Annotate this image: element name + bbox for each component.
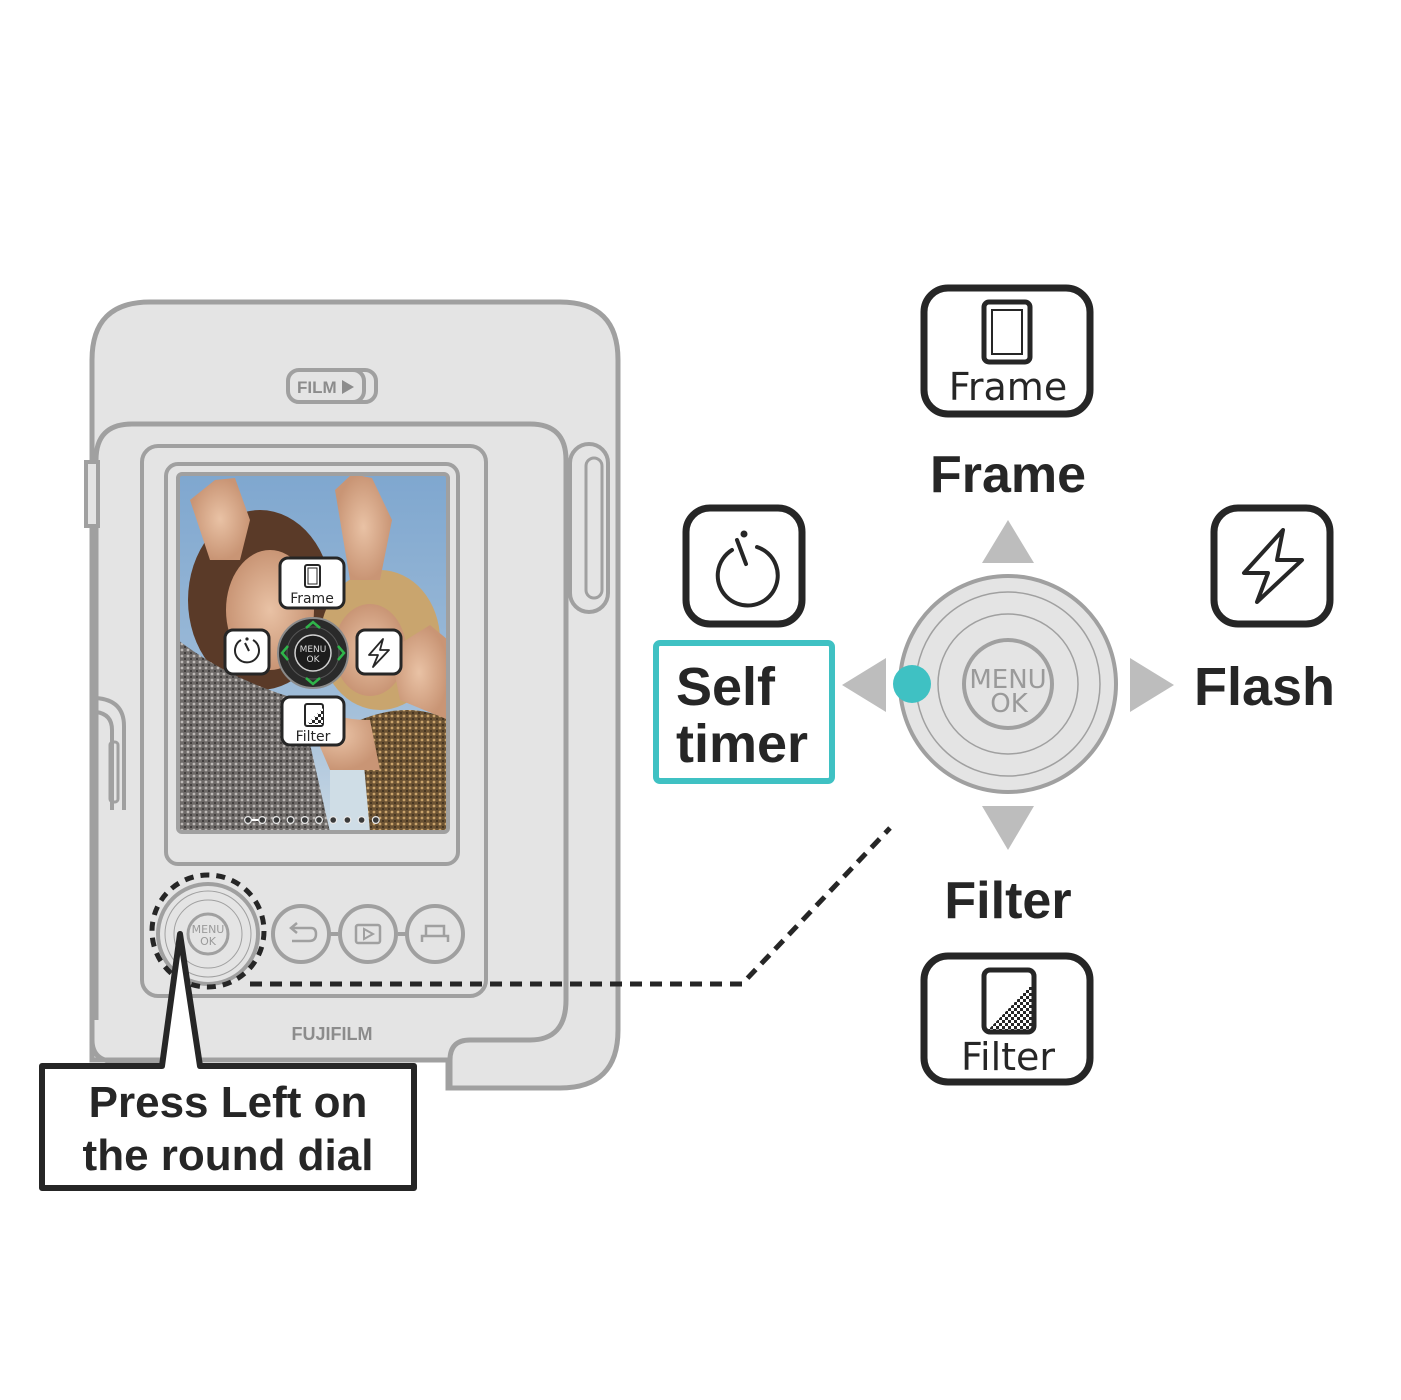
page-dot xyxy=(258,815,267,824)
overlay-down-chevron-icon xyxy=(305,677,321,686)
film-arrow-icon xyxy=(342,380,354,394)
overlay-frame-button: Frame xyxy=(278,556,346,610)
lcd-frame xyxy=(176,472,450,834)
overlay-filter-button: Filter xyxy=(280,695,346,747)
down-arrow-icon[interactable] xyxy=(982,806,1034,850)
self-timer-icon xyxy=(234,639,260,664)
overlay-menu-label: MENU xyxy=(300,645,327,655)
overlay-frame-label: Frame xyxy=(290,591,334,607)
page-dot xyxy=(272,815,281,824)
overlay-ok-label: OK xyxy=(307,655,321,665)
page-dot xyxy=(343,815,352,824)
side-latch-line xyxy=(95,710,114,810)
self-timer-icon xyxy=(715,545,780,608)
page-dot xyxy=(286,815,295,824)
overlay-filter-label: Filter xyxy=(296,729,331,745)
flash-icon xyxy=(368,638,390,668)
self-timer-option[interactable] xyxy=(682,504,806,628)
screen-overlay-menu: MENU OK Frame xyxy=(223,556,403,747)
flash-icon xyxy=(1242,528,1304,604)
overlay-self-timer-button xyxy=(223,628,271,676)
dial-diagram: MENU OK Frame Frame Self timer Flash xyxy=(653,284,1335,1086)
flash-option[interactable] xyxy=(1210,504,1334,628)
page-indicator xyxy=(244,815,380,824)
frame-icon-label: Frame xyxy=(949,365,1067,409)
side-latch-bottom xyxy=(95,696,126,810)
back-button[interactable] xyxy=(271,904,331,964)
play-icon xyxy=(354,923,382,945)
strap-holder xyxy=(568,442,610,614)
overlay-right-chevron-icon xyxy=(337,645,346,661)
dial-highlight-ring xyxy=(149,872,267,990)
instruction-callout: Press Left on the round dial xyxy=(39,931,417,1191)
left-arrow-icon[interactable] xyxy=(842,658,886,712)
film-label: FILM xyxy=(297,378,337,397)
diagram-dial-ok-label: OK xyxy=(990,689,1028,719)
frame-label: Frame xyxy=(930,446,1086,504)
print-icon xyxy=(420,924,450,942)
callout-line-2: the round dial xyxy=(83,1131,374,1180)
page-dot xyxy=(315,815,324,824)
filter-icon xyxy=(981,967,1037,1035)
right-arrow-icon[interactable] xyxy=(1130,658,1174,712)
camera-illustration: FILM xyxy=(84,299,621,1091)
self-timer-label-line-1: Self xyxy=(676,657,776,717)
side-slot xyxy=(108,740,120,804)
flash-label: Flash xyxy=(1194,657,1335,717)
diagram-round-dial[interactable]: MENU OK xyxy=(898,574,1118,794)
camera-front-panel xyxy=(93,421,569,1088)
strap-slot xyxy=(584,456,604,600)
up-arrow-icon[interactable] xyxy=(982,520,1034,563)
camera-dial-menu-label: MENU xyxy=(192,923,225,936)
self-timer-label-line-2: timer xyxy=(676,714,808,774)
page-dot xyxy=(329,815,338,824)
page-dot xyxy=(357,815,366,824)
press-point-indicator xyxy=(893,665,931,703)
side-latch-top xyxy=(84,460,100,528)
page-dot xyxy=(371,815,380,824)
film-eject-button[interactable]: FILM xyxy=(286,368,378,404)
frame-icon xyxy=(304,564,321,588)
frame-option[interactable]: Frame xyxy=(920,284,1094,418)
print-button[interactable] xyxy=(405,904,465,964)
connector-dashed-line xyxy=(250,826,892,987)
overlay-up-chevron-icon xyxy=(305,620,321,629)
overlay-flash-button xyxy=(355,628,403,676)
diagram-dial-menu-label: MENU xyxy=(969,665,1046,695)
callout-line-1: Press Left on xyxy=(89,1078,368,1127)
back-arrow-icon xyxy=(292,926,318,943)
page-dot xyxy=(244,815,253,824)
page-dot xyxy=(300,815,309,824)
filter-option[interactable]: Filter xyxy=(920,952,1094,1086)
brand-logo: FUJIFILM xyxy=(292,1024,373,1044)
camera-dial-ok-label: OK xyxy=(200,935,217,948)
self-timer-highlight-box xyxy=(653,640,835,784)
filter-icon-label: Filter xyxy=(961,1035,1055,1079)
filter-label: Filter xyxy=(944,872,1071,930)
overlay-left-chevron-icon xyxy=(280,645,289,661)
playback-button[interactable] xyxy=(338,904,398,964)
frame-icon xyxy=(981,299,1033,365)
